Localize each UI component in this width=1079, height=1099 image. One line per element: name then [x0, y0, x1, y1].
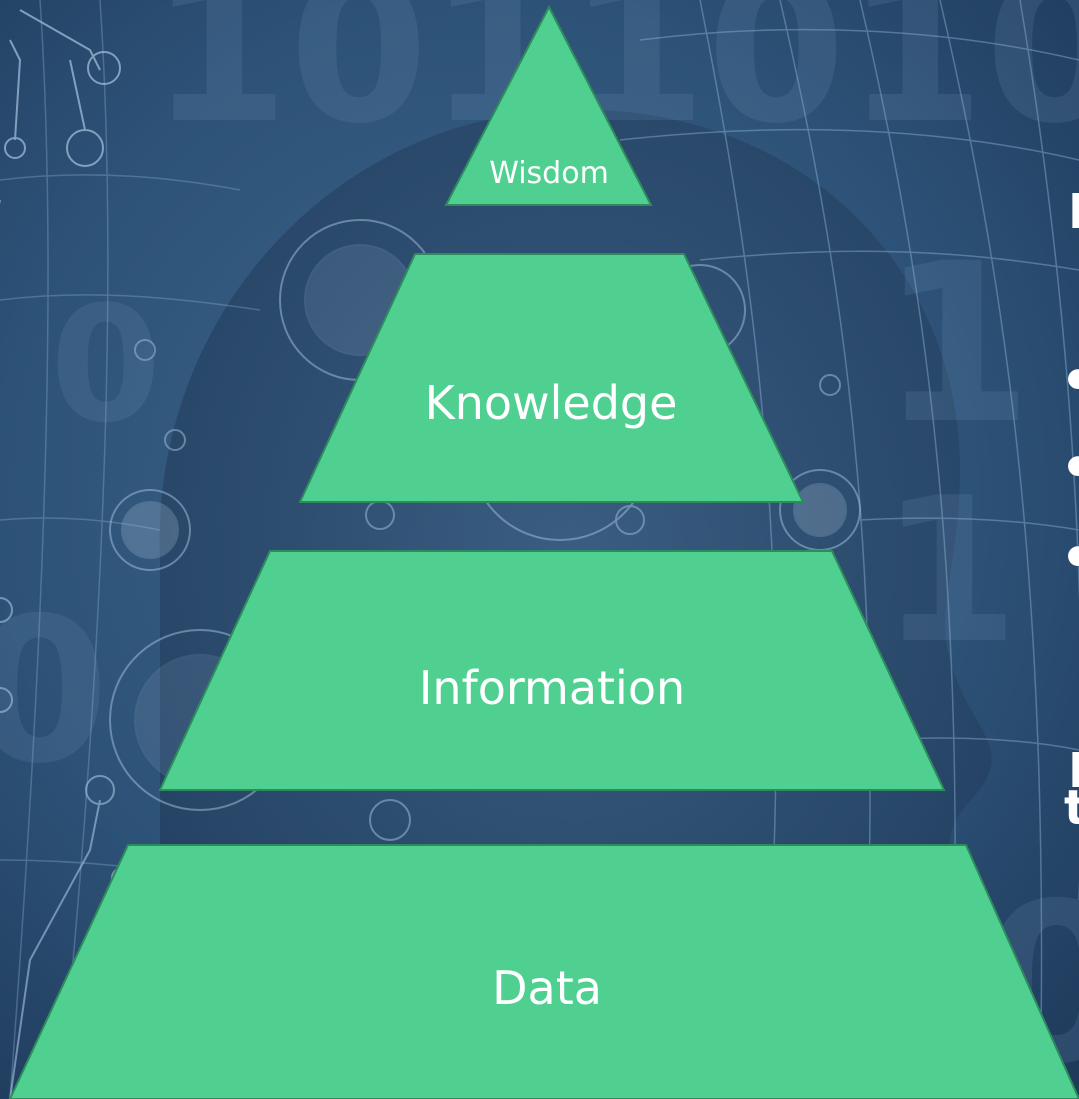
tier-label-knowledge: Knowledge [425, 376, 678, 430]
svg-text:0: 0 [50, 271, 161, 458]
right-edge-text-fragment: D [1068, 184, 1079, 240]
tier-label-data: Data [492, 961, 602, 1015]
pyramid-tier-knowledge [298, 253, 805, 503]
svg-text:1: 1 [880, 455, 1019, 688]
pyramid-tier-wisdom [444, 4, 653, 206]
pyramid-tier-data [8, 844, 1079, 1099]
right-edge-bullet: • [1060, 436, 1079, 501]
right-edge-text-fragment: t [1064, 780, 1079, 836]
tier-label-information: Information [419, 661, 685, 715]
right-edge-bullet: • [1060, 349, 1079, 414]
tier-label-wisdom: Wisdom [489, 156, 609, 191]
svg-text:1: 1 [880, 216, 1033, 472]
pyramid-tier-information [158, 550, 946, 791]
right-edge-bullet: • [1060, 526, 1079, 591]
right-edge-text-fragment: D [1068, 743, 1079, 799]
svg-text:0: 0 [0, 575, 109, 808]
